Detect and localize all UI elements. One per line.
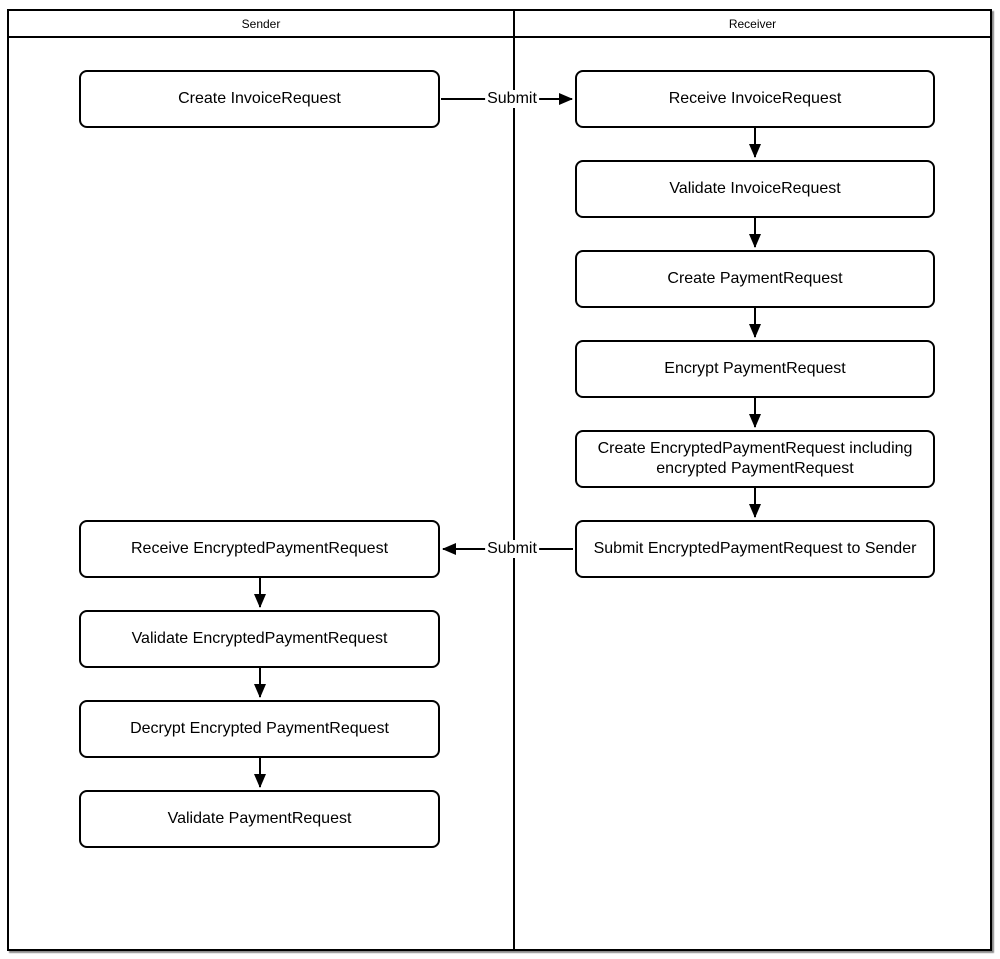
node-create-encryptedpaymentrequest[interactable]: Create EncryptedPaymentRequest including… [575,430,935,488]
node-label: Receive EncryptedPaymentRequest [130,540,389,557]
node-decrypt-encrypted-paymentrequest[interactable]: Decrypt Encrypted PaymentRequest [79,700,440,758]
node-label: Validate EncryptedPaymentRequest [131,630,388,647]
node-validate-invoicerequest[interactable]: Validate InvoiceRequest [575,160,935,218]
edge-label-submit-encryptedpaymentrequest: Submit [485,540,539,558]
node-create-paymentrequest[interactable]: Create PaymentRequest [575,250,935,308]
edge-label-submit-invoicerequest: Submit [485,90,539,108]
lane-header-receiver: Receiver [515,11,990,36]
node-receive-invoicerequest[interactable]: Receive InvoiceRequest [575,70,935,128]
node-label: Create EncryptedPaymentRequest including… [597,440,913,477]
node-label: Decrypt Encrypted PaymentRequest [130,720,389,737]
node-validate-paymentrequest[interactable]: Validate PaymentRequest [79,790,440,848]
lane-divider [513,9,515,951]
node-label: Validate InvoiceRequest [669,180,841,197]
node-label: Submit EncryptedPaymentRequest to Sender [593,540,917,557]
node-encrypt-paymentrequest[interactable]: Encrypt PaymentRequest [575,340,935,398]
node-label: Validate PaymentRequest [167,810,352,827]
lane-header-sender-label: Sender [241,16,281,31]
node-create-invoicerequest[interactable]: Create InvoiceRequest [79,70,440,128]
node-label: Encrypt PaymentRequest [664,360,846,377]
node-validate-encryptedpaymentrequest[interactable]: Validate EncryptedPaymentRequest [79,610,440,668]
node-label: Create PaymentRequest [667,270,843,287]
node-receive-encryptedpaymentrequest[interactable]: Receive EncryptedPaymentRequest [79,520,440,578]
lane-header-underline [7,36,992,38]
node-label: Receive InvoiceRequest [668,90,842,107]
lane-header-receiver-label: Receiver [728,16,777,31]
node-label: Create InvoiceRequest [178,90,341,107]
node-submit-encryptedpaymentrequest-to-sender[interactable]: Submit EncryptedPaymentRequest to Sender [575,520,935,578]
lane-header-sender: Sender [9,11,513,36]
